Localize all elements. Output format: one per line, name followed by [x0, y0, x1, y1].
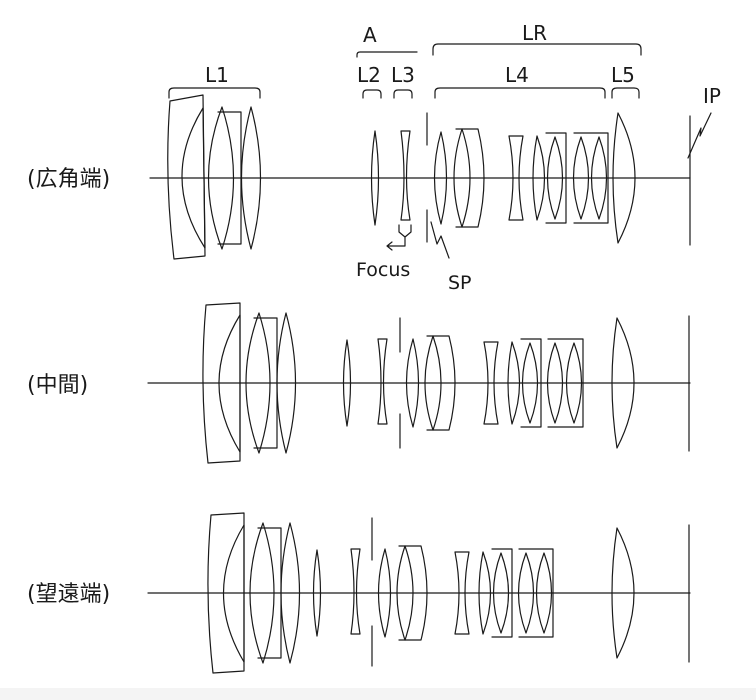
- lens-element: [491, 548, 513, 638]
- label-l2: L2: [357, 63, 381, 87]
- lens-element: [426, 335, 456, 431]
- lens-element: [398, 545, 428, 641]
- label-l5: L5: [611, 63, 635, 87]
- lens-element: [521, 342, 539, 424]
- position-label-wide: (広角端): [27, 167, 110, 192]
- bracket-l3: [393, 89, 413, 99]
- lens-element: [312, 549, 322, 637]
- lens-element: [202, 302, 241, 464]
- lens-element: [572, 136, 590, 220]
- lens-element: [207, 512, 245, 674]
- bracket-l1: [168, 87, 261, 99]
- lens-element: [520, 338, 542, 428]
- lens-element: [207, 106, 235, 250]
- ip-leader: [687, 112, 712, 159]
- lens-element: [517, 552, 535, 634]
- lens-element: [483, 341, 499, 425]
- lens-element: [350, 548, 361, 635]
- lens-element: [280, 522, 301, 664]
- lens-element: [377, 548, 392, 638]
- lens-row-middle: [147, 302, 691, 464]
- lens-element: [532, 135, 546, 221]
- focus-arrow: [386, 224, 412, 251]
- bracket-l5: [611, 87, 640, 99]
- lens-element: [546, 136, 564, 220]
- lens-element: [245, 312, 271, 454]
- lens-row-wide: [149, 94, 691, 260]
- lens-element: [478, 551, 492, 635]
- lens-element: [612, 112, 636, 244]
- lens-element: [167, 94, 206, 260]
- bracket-lr: [432, 43, 642, 56]
- lens-element: [455, 128, 485, 228]
- lens-element: [492, 552, 510, 634]
- lens-element: [611, 317, 635, 449]
- lens-element: [565, 342, 583, 424]
- lens-element: [342, 339, 352, 427]
- sp-leader: [430, 221, 450, 259]
- lens-element: [546, 342, 564, 424]
- lens-element: [535, 552, 553, 634]
- label-l1: L1: [205, 63, 229, 87]
- lens-element: [218, 314, 241, 453]
- position-label-middle: (中間): [27, 373, 88, 398]
- bracket-l4: [434, 87, 606, 99]
- lens-element: [547, 338, 584, 428]
- lens-element: [508, 135, 524, 221]
- label-a: A: [363, 23, 377, 47]
- lens-element: [249, 522, 275, 664]
- lens-element: [370, 130, 380, 226]
- lens-element: [377, 338, 388, 425]
- label-l4: L4: [505, 63, 529, 87]
- lens-element: [433, 131, 448, 225]
- lens-element: [573, 132, 609, 224]
- label-lr: LR: [522, 21, 547, 45]
- lens-element: [181, 107, 206, 249]
- bracket-a: [356, 51, 418, 58]
- lens-element: [545, 132, 567, 224]
- label-sp: SP: [448, 272, 472, 294]
- lens-element: [454, 551, 470, 635]
- lens-element: [507, 341, 521, 425]
- label-ip: IP: [703, 84, 721, 108]
- position-label-tele: (望遠端): [27, 582, 110, 607]
- bracket-l2: [362, 89, 382, 99]
- lens-element: [240, 106, 262, 250]
- lens-element: [400, 130, 411, 221]
- lens-element: [276, 312, 297, 454]
- lens-element: [405, 338, 420, 428]
- lens-element: [223, 524, 245, 663]
- label-focus: Focus: [356, 259, 410, 281]
- lens-element: [611, 527, 635, 659]
- lens-element: [518, 548, 554, 638]
- lens-element: [590, 136, 608, 220]
- lens-row-tele: [147, 512, 691, 674]
- label-l3: L3: [391, 63, 415, 87]
